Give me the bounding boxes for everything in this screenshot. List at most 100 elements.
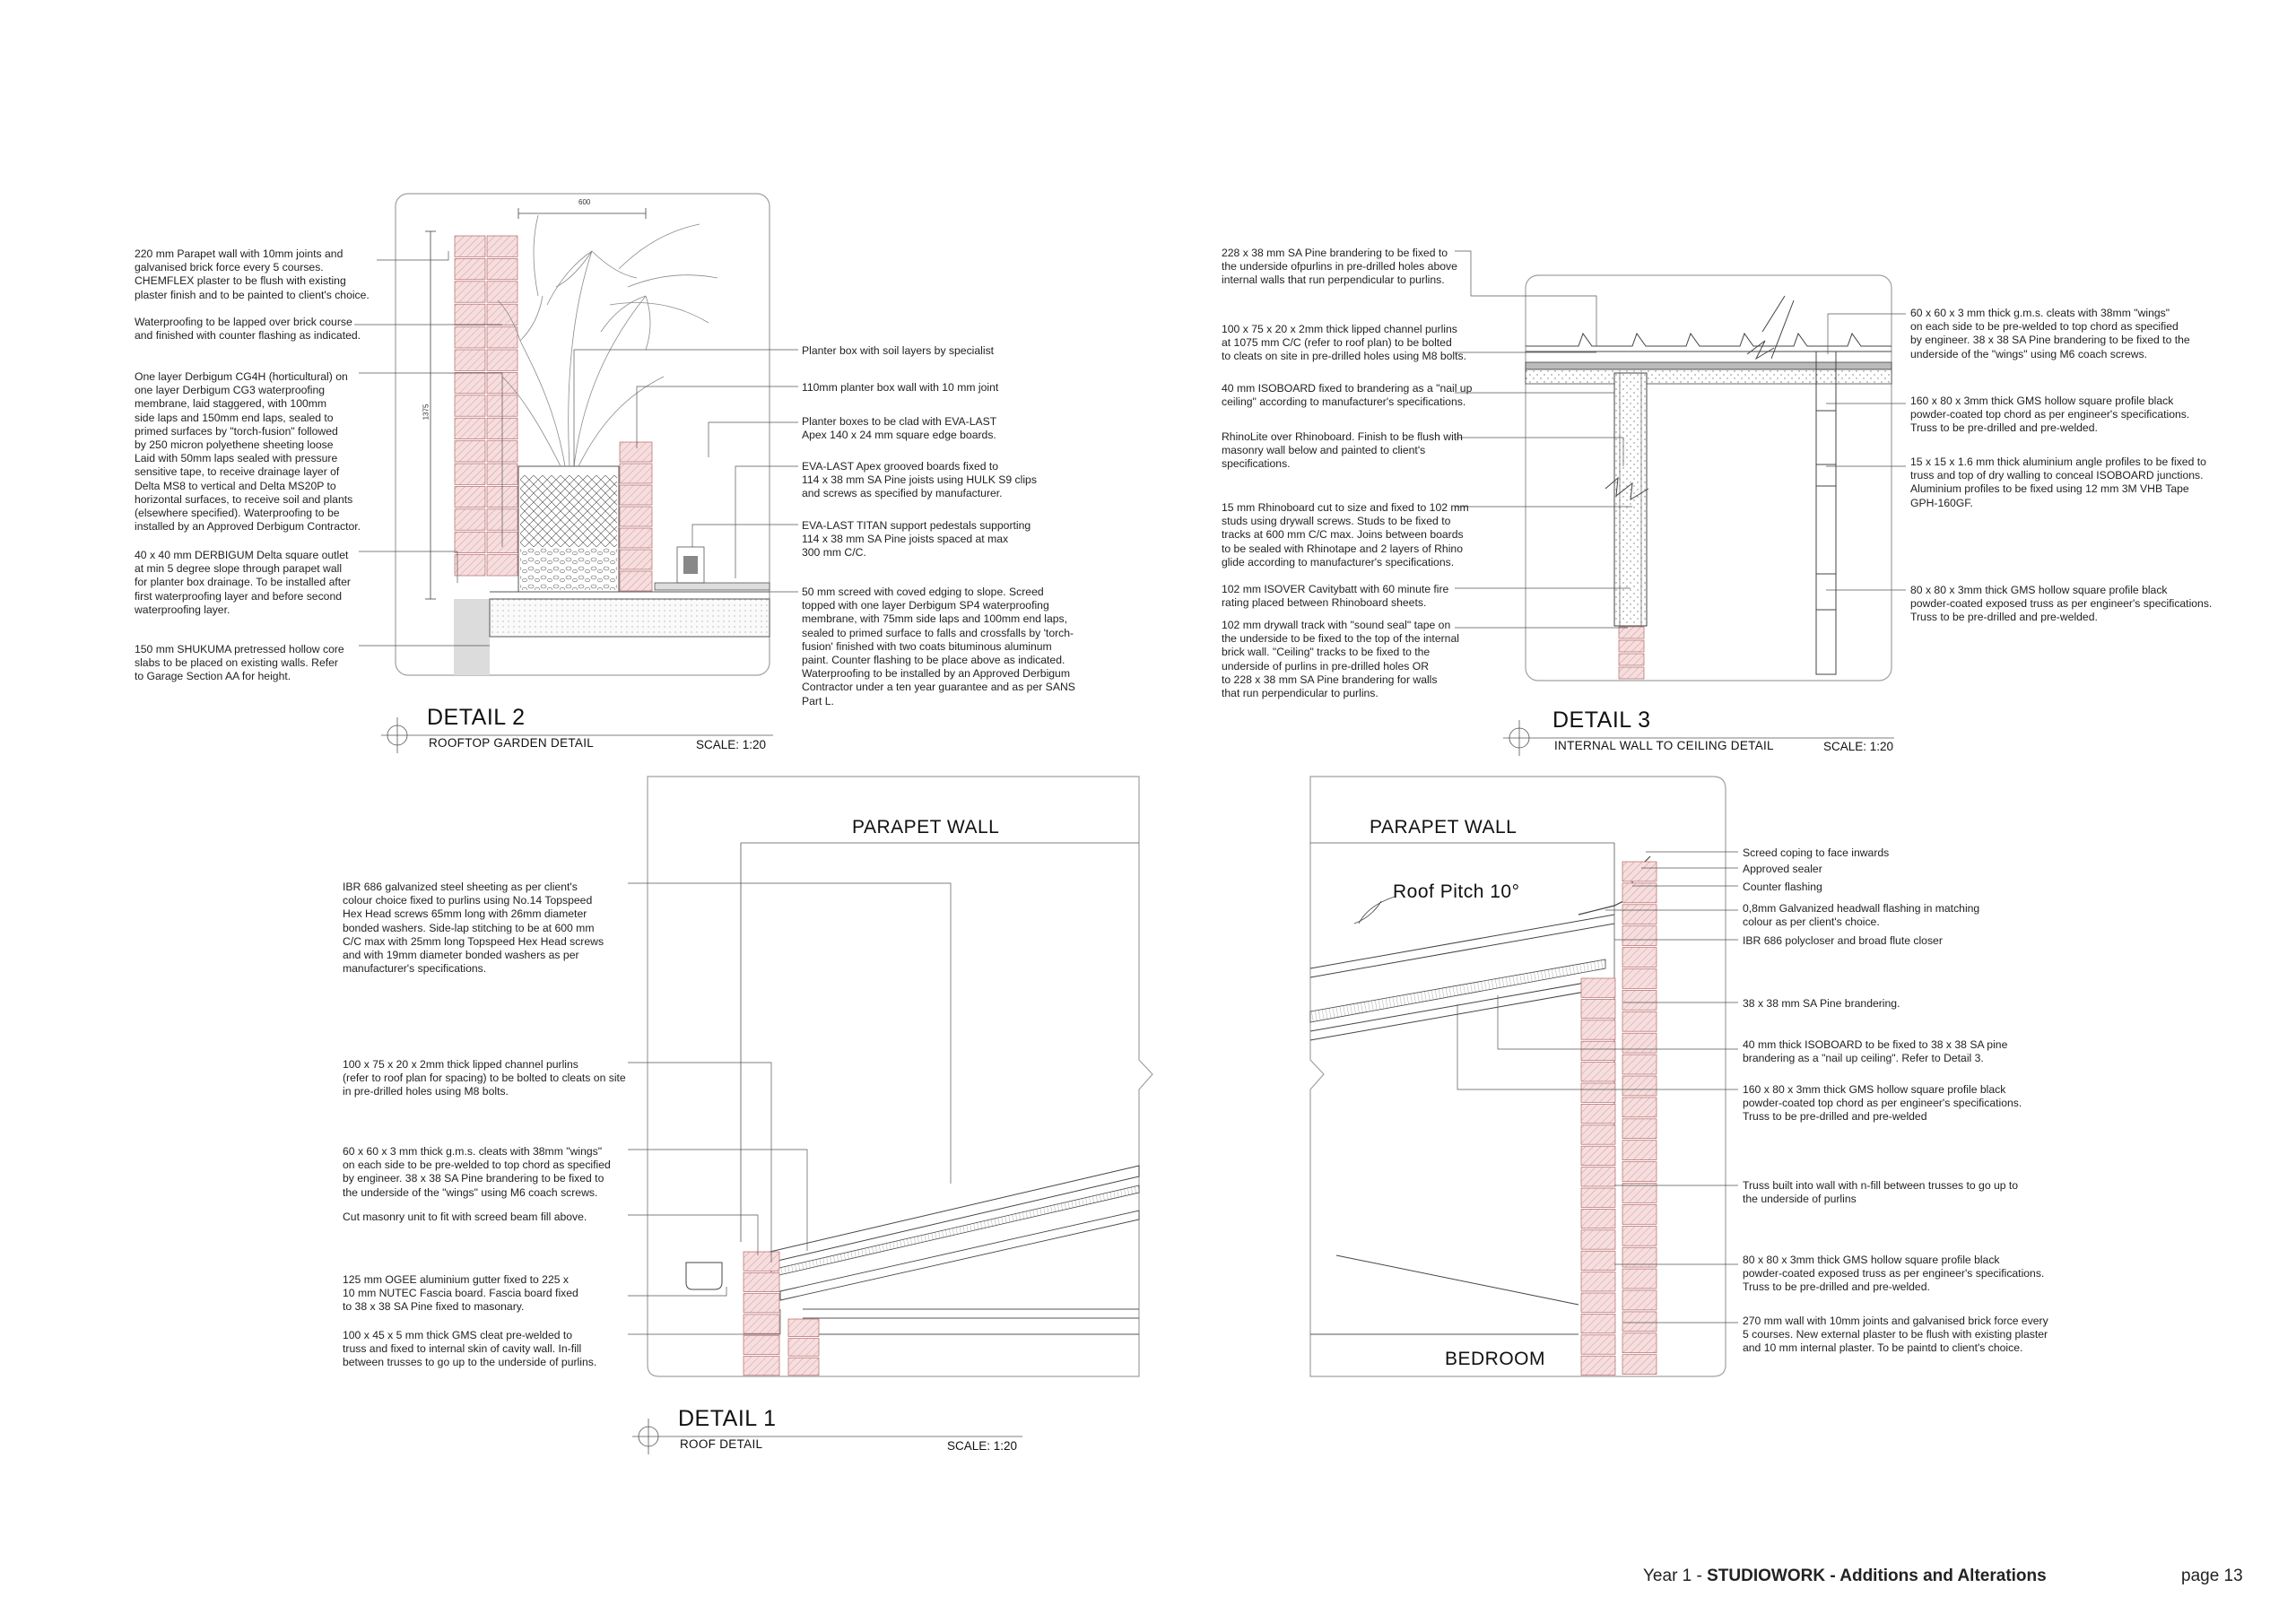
d2-note-planter-box: Planter box with soil layers by speciali… (802, 344, 995, 357)
brick (1622, 1183, 1657, 1203)
brick (1580, 1167, 1616, 1187)
brick (1622, 1225, 1657, 1246)
brick (1580, 1292, 1616, 1313)
brick (454, 258, 486, 281)
brick (1580, 1062, 1616, 1082)
brick (1622, 1054, 1657, 1075)
brick (454, 554, 486, 577)
detail-1-subtitle: ROOF DETAIL (680, 1437, 763, 1451)
footer-studio-title: Year 1 - STUDIOWORK - Additions and Alte… (1643, 1567, 2047, 1586)
d1-note-top-chord: 160 x 80 x 3mm thick GMS hollow square p… (1743, 1083, 2022, 1124)
title-markers (381, 717, 1894, 1454)
brick (454, 303, 486, 325)
brick (454, 395, 486, 417)
brick (1580, 1020, 1616, 1040)
footer-bold-title: STUDIOWORK - Additions and Alterations (1707, 1567, 2047, 1585)
d1-note-pine-brandering: 38 x 38 mm SA Pine brandering. (1743, 997, 1900, 1010)
d2-note-outlet: 40 x 40 mm DERBIGUM Delta square outlet … (135, 549, 351, 616)
dimension-1375: 1375 (422, 404, 430, 421)
d2-note-pedestals: EVA-LAST TITAN support pedestals support… (802, 519, 1031, 560)
brick (619, 527, 653, 549)
d1-note-gms-cleat: 100 x 45 x 5 mm thick GMS cleat pre-weld… (343, 1329, 597, 1369)
brick (1580, 1187, 1616, 1208)
brick (743, 1293, 780, 1314)
d3-note-drywall-track: 102 mm drywall track with "sound seal" t… (1222, 619, 1459, 700)
pitch-arc (1358, 896, 1396, 924)
d3-note-angle-profiles: 15 x 15 x 1.6 mm thick aluminium angle p… (1910, 456, 2206, 509)
brick (486, 258, 518, 281)
brick (619, 441, 653, 463)
d3-note-rhinolite: RhinoLite over Rhinoboard. Finish to be … (1222, 430, 1463, 471)
detail-1-title: DETAIL 1 (678, 1406, 777, 1431)
d3-note-brandering: 228 x 38 mm SA Pine brandering to be fix… (1222, 247, 1457, 287)
parapet-wall-label-left: PARAPET WALL (852, 817, 1000, 838)
footer-prefix: Year 1 - (1643, 1567, 1708, 1585)
d2-note-waterproofing-lap: Waterproofing to be lapped over brick co… (135, 316, 361, 343)
brick (1580, 1355, 1616, 1376)
brick (454, 235, 486, 257)
brick (619, 463, 653, 484)
brick (1622, 990, 1657, 1011)
d3-note-exposed-truss: 80 x 80 x 3mm thick GMS hollow square pr… (1910, 584, 2213, 624)
detail-2-title: DETAIL 2 (427, 705, 526, 730)
brick (454, 417, 486, 439)
brick (486, 235, 518, 257)
brick (743, 1251, 780, 1271)
brick (743, 1314, 780, 1334)
detail-3-drawing (1525, 274, 1892, 681)
detail-2-scale: SCALE: 1:20 (696, 738, 767, 751)
brick (1618, 653, 1645, 666)
brick (454, 440, 486, 463)
d2-note-screed: 50 mm screed with coved edging to slope.… (802, 586, 1075, 707)
detail-2-subtitle: ROOFTOP GARDEN DETAIL (429, 736, 595, 750)
d1-note-exposed-truss: 80 x 80 x 3mm thick GMS hollow square pr… (1743, 1254, 2045, 1294)
d1-note-cleats: 60 x 60 x 3 mm thick g.m.s. cleats with … (343, 1145, 611, 1199)
brick (787, 1318, 820, 1337)
d3-note-purlins: 100 x 75 x 20 x 2mm thick lipped channel… (1222, 323, 1467, 363)
brick (1622, 1246, 1657, 1268)
d1-note-270-wall: 270 mm wall with 10mm joints and galvani… (1743, 1315, 2048, 1355)
d2-note-planter-wall: 110mm planter box wall with 10 mm joint (802, 381, 999, 394)
d1-note-counter-flashing: Counter flashing (1743, 881, 1822, 893)
d2-note-grooved-boards: EVA-LAST Apex grooved boards fixed to 11… (802, 460, 1037, 500)
brick (1580, 1104, 1616, 1124)
brick (1622, 1311, 1657, 1332)
d3-note-top-chord: 160 x 80 x 3mm thick GMS hollow square p… (1910, 395, 2190, 435)
brick (1622, 1204, 1657, 1225)
brick (454, 372, 486, 395)
brick (454, 281, 486, 303)
d1-note-sealer: Approved sealer (1743, 863, 1822, 875)
brick (1622, 1161, 1657, 1182)
d3-note-cleats: 60 x 60 x 3 mm thick g.m.s. cleats with … (1910, 307, 2190, 360)
brick (1622, 882, 1657, 904)
brick (743, 1356, 780, 1376)
brick (486, 303, 518, 325)
brick (1618, 626, 1645, 639)
d1-note-gutter: 125 mm OGEE aluminium gutter fixed to 22… (343, 1273, 578, 1314)
brick (454, 531, 486, 553)
brick (787, 1338, 820, 1357)
detail-1-scale: SCALE: 1:20 (947, 1439, 1018, 1453)
bedroom-label: BEDROOM (1445, 1349, 1546, 1369)
brick (1622, 861, 1657, 882)
brick (1580, 1229, 1616, 1250)
roof-pitch-label: Roof Pitch 10° (1393, 881, 1520, 902)
brick (1618, 666, 1645, 680)
brick (619, 549, 653, 570)
brick (1622, 1118, 1657, 1140)
brick (1622, 947, 1657, 968)
brick (743, 1334, 780, 1355)
brick (1580, 1314, 1616, 1334)
brick (454, 463, 486, 485)
d3-note-cavitybatt: 102 mm ISOVER Cavitybatt with 60 minute … (1222, 583, 1449, 610)
brick (1580, 977, 1616, 998)
d1-note-polycloser: IBR 686 polycloser and broad flute close… (1743, 934, 1943, 947)
brick (1580, 1271, 1616, 1292)
d1-note-isoboard: 40 mm thick ISOBOARD to be fixed to 38 x… (1743, 1038, 2008, 1065)
brick (743, 1271, 780, 1292)
brick (486, 326, 518, 349)
detail-3-scale: SCALE: 1:20 (1823, 740, 1894, 753)
d3-note-rhinoboard: 15 mm Rhinoboard cut to size and fixed t… (1222, 501, 1469, 568)
brick (1622, 968, 1657, 989)
d1-note-headwall-flashing: 0,8mm Galvanized headwall flashing in ma… (1743, 902, 1980, 929)
